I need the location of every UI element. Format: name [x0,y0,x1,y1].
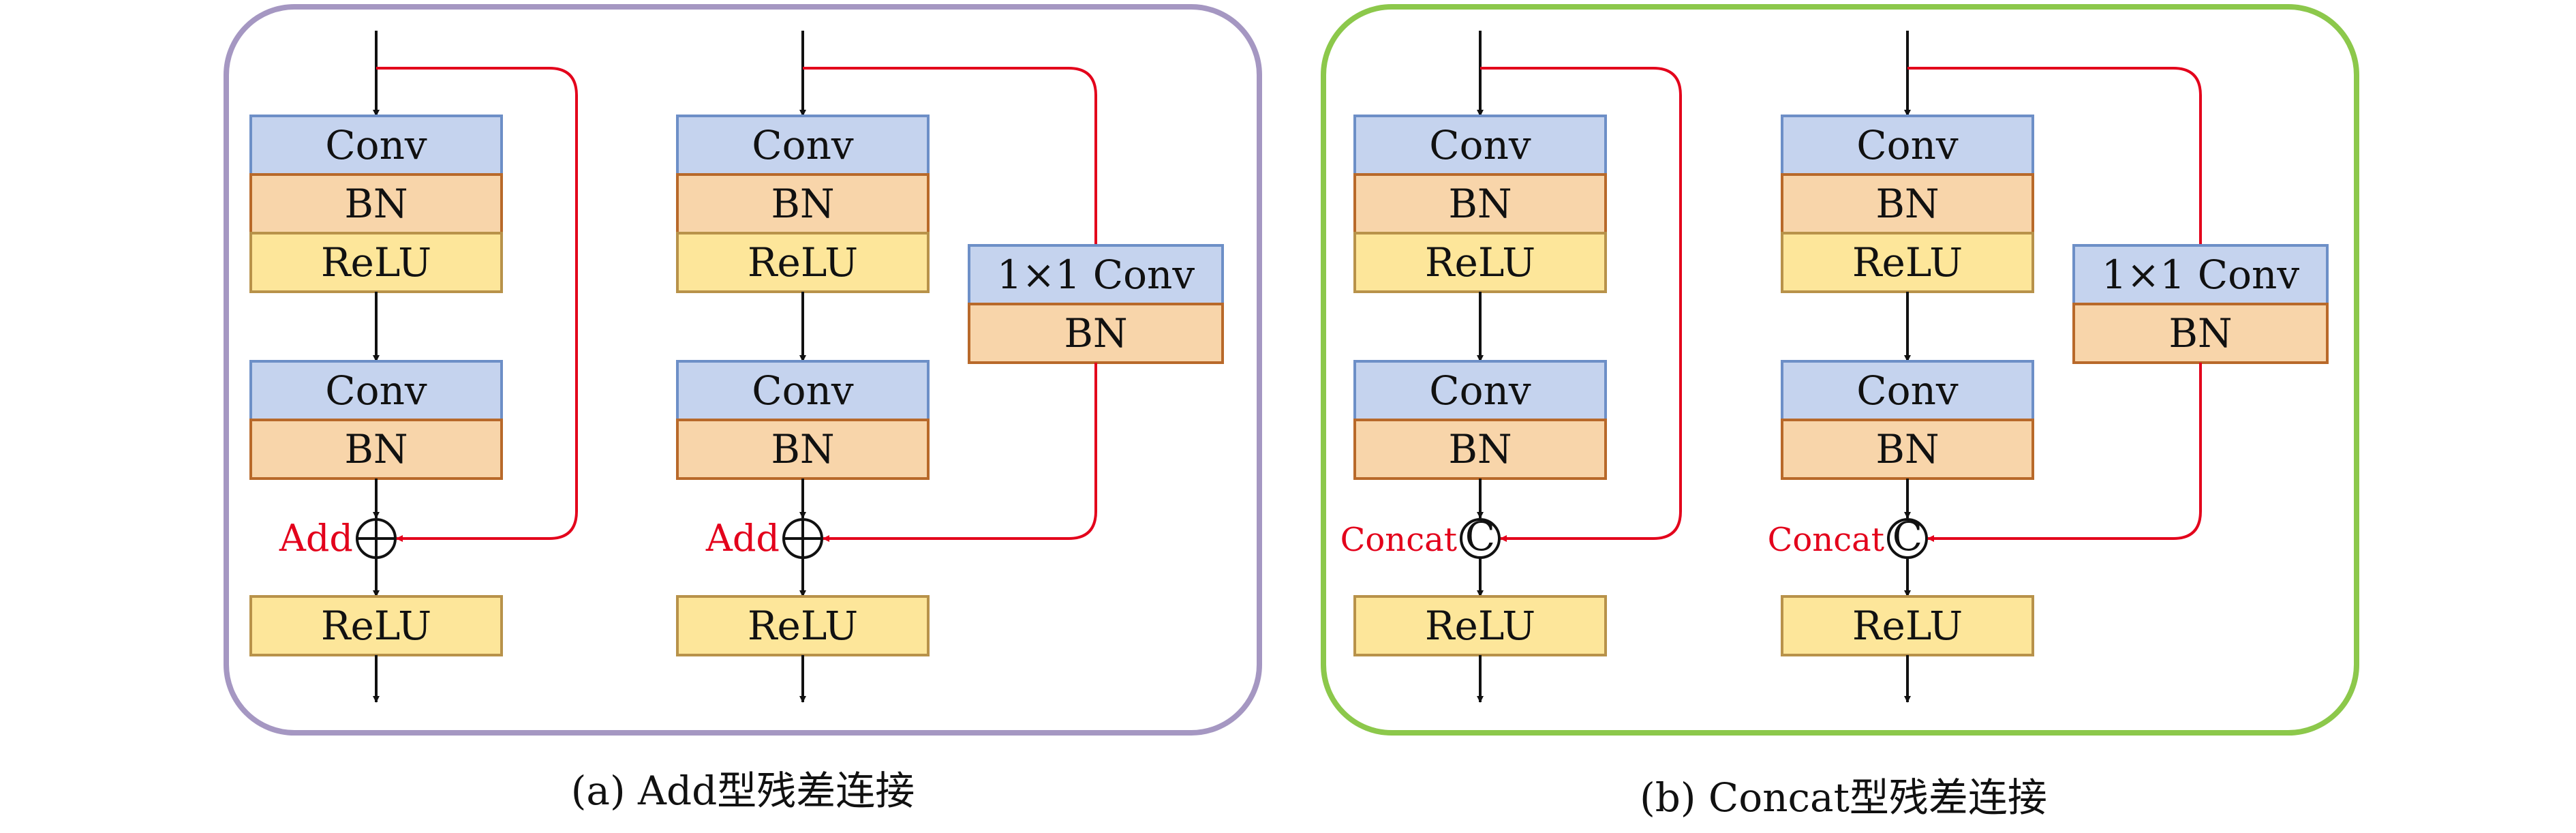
col4-bn2-box [1781,419,2034,480]
col3-bn2-box [1353,419,1607,480]
col4-concat-symbol: C [1892,513,1922,560]
col4-conv1-label: Conv [1856,122,1959,168]
col1-operator-label: Add [279,517,353,560]
col4-relu2-label: ReLU [1852,603,1963,649]
col3-bn2-label: BN [1448,426,1512,472]
col3-conv2-box [1353,360,1607,421]
col3-relu1-label: ReLU [1425,239,1535,286]
col4-shortcut-in-line [1907,67,2202,245]
col2-relu2-label: ReLU [748,603,858,649]
col3-relu1-box [1353,232,1607,293]
col2-operator-label: Add [705,517,780,560]
col2-shortcut-bn-box [968,303,1224,364]
col4-shortcut-conv-box [2072,244,2329,305]
col2-shortcut-bn-label: BN [1064,310,1127,357]
col4-conv1-box [1781,115,2034,176]
panel-b-frame [1321,4,2359,736]
col1-skip-line [376,67,578,542]
col3-conv2-label: Conv [1429,367,1531,414]
col3-conv1-label: Conv [1429,122,1531,168]
col4-relu2-box [1781,595,2034,656]
col3-bn1-box [1353,173,1607,234]
col4-shortcut-bn-box [2072,303,2329,364]
col2-conv2-box [676,360,930,421]
col1-relu2-box [249,595,503,656]
col3-bn1-label: BN [1448,181,1512,227]
col3-concat-symbol: C [1465,513,1495,560]
col2-relu1-label: ReLU [748,239,858,286]
col3-relu2-label: ReLU [1425,603,1535,649]
col4-bn1-box [1781,173,2034,234]
col1-bn1-box [249,173,503,234]
col1-conv1-box [249,115,503,176]
col4-operator-label: Concat [1768,521,1884,559]
caption-a: (a) Add型残差连接 [571,768,915,814]
col1-relu2-label: ReLU [321,603,431,649]
col3-skip-line [1480,67,1682,542]
col1-relu1-label: ReLU [321,239,431,286]
col1-conv2-label: Conv [325,367,427,414]
col2-shortcut-conv-box [968,244,1224,305]
col2-conv1-label: Conv [752,122,854,168]
col3-operator-label: Concat [1340,521,1457,559]
col4-shortcut-out-line [1927,363,2202,542]
col4-bn2-label: BN [1875,426,1939,472]
col4-relu1-box [1781,232,2034,293]
col2-bn1-box [676,173,930,234]
col2-shortcut-conv-label: 1×1 Conv [997,252,1195,298]
col3-conv1-box [1353,115,1607,176]
col2-bn1-label: BN [771,181,834,227]
col2-shortcut-out-line [823,363,1097,542]
col4-bn1-label: BN [1875,181,1939,227]
caption-b: (b) Concat型残差连接 [1640,774,2047,821]
col1-bn2-label: BN [344,426,408,472]
col4-shortcut-bn-label: BN [2168,310,2232,357]
col1-conv1-label: Conv [325,122,427,168]
col2-bn2-label: BN [771,426,834,472]
col4-conv2-label: Conv [1856,367,1959,414]
col4-relu1-label: ReLU [1852,239,1963,286]
panel-a-frame [224,4,1262,736]
col2-shortcut-in-line [803,67,1097,245]
col4-shortcut-conv-label: 1×1 Conv [2102,252,2299,298]
col1-bn1-label: BN [344,181,408,227]
col2-conv2-label: Conv [752,367,854,414]
